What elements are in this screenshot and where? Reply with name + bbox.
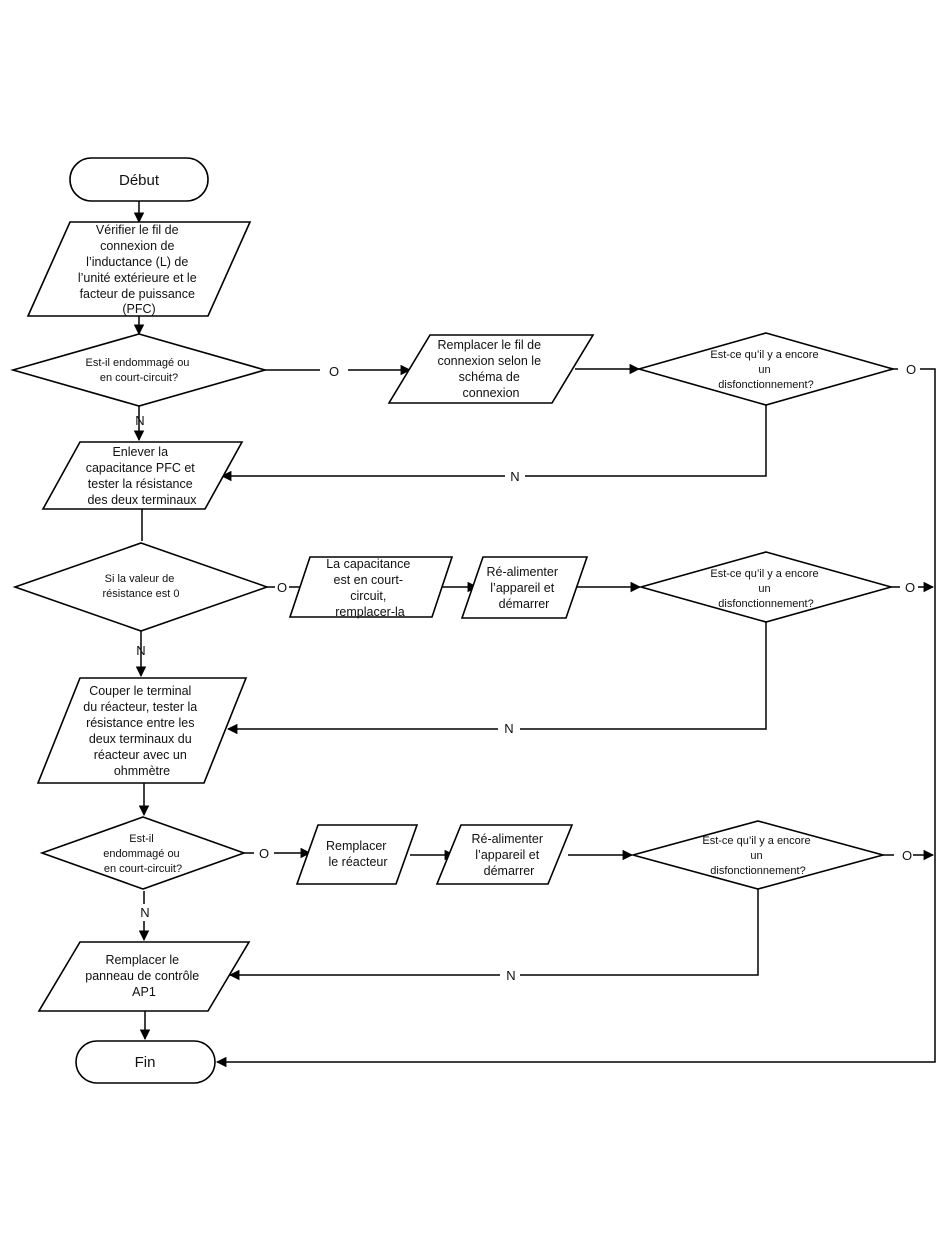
step-repower-2-text: Ré-alimenter l’appareil et démarrer xyxy=(471,832,546,878)
step-replace-reactor-text: Remplacer le réacteur xyxy=(326,839,390,869)
decision-resistance-zero-text: Si la valeur de résistance est 0 xyxy=(102,573,179,600)
end-label: Fin xyxy=(135,1054,156,1071)
label-fault1-no: N xyxy=(510,469,519,484)
label-fault3-yes: O xyxy=(902,848,912,863)
label-fault1-yes: O xyxy=(906,362,916,377)
decision-damaged-1: Est-il endommagé ou en court-circuit? xyxy=(10,333,268,407)
step-cut-terminal-text: Couper le terminal du réacteur, tester l… xyxy=(83,684,200,778)
arrow-right-rail-to-end xyxy=(215,368,936,1068)
step-cut-terminal: Couper le terminal du réacteur, tester l… xyxy=(36,677,248,784)
decision-damaged-2-text: Est-il endommagé ou en court-circuit? xyxy=(103,833,183,875)
step-capacitance-short: La capacitance est en court- circuit, re… xyxy=(288,556,454,619)
decision-still-fault-1-text: Est-ce qu’il y a encore un disfonctionne… xyxy=(710,349,821,391)
decision-damaged-1-text: Est-il endommagé ou en court-circuit? xyxy=(85,357,192,384)
line-fault1-no-a xyxy=(525,405,767,477)
start-label: Début xyxy=(119,172,160,189)
start-terminal: Début xyxy=(69,157,209,202)
step-capacitance-short-text: La capacitance est en court- circuit, re… xyxy=(326,557,414,619)
step-replace-wire: Remplacer le fil de connexion selon le s… xyxy=(387,334,595,404)
step-remove-capacitance: Enlever la capacitance PFC et tester la … xyxy=(41,441,244,510)
label-dec2-yes: O xyxy=(277,580,287,595)
decision-still-fault-3-text: Est-ce qu’il y a encore un disfonctionne… xyxy=(702,835,813,877)
step-repower-1-text: Ré-alimenter l’appareil et démarrer xyxy=(486,565,561,611)
line-fault3-no-a xyxy=(520,889,759,976)
label-dec1-no: N xyxy=(135,413,144,428)
decision-still-fault-3: Est-ce qu’il y a encore un disfonctionne… xyxy=(629,820,887,890)
label-fault2-yes: O xyxy=(905,580,915,595)
connectors xyxy=(133,201,936,1068)
label-fault2-no: N xyxy=(504,721,513,736)
label-dec3-yes: O xyxy=(259,846,269,861)
decision-still-fault-2: Est-ce qu’il y a encore un disfonctionne… xyxy=(638,551,894,623)
step-replace-board-text: Remplacer le panneau de contrôle AP1 xyxy=(85,953,202,999)
label-dec3-no: N xyxy=(140,905,149,920)
decision-still-fault-2-text: Est-ce qu’il y a encore un disfonctionne… xyxy=(710,568,821,610)
step-repower-1: Ré-alimenter l’appareil et démarrer xyxy=(460,556,589,619)
label-fault3-no: N xyxy=(506,968,515,983)
decision-damaged-2: Est-il endommagé ou en court-circuit? xyxy=(39,816,247,890)
step-check-wire: Vérifier le fil de connexion de l’induct… xyxy=(26,221,252,317)
step-repower-2: Ré-alimenter l’appareil et démarrer xyxy=(435,824,574,885)
step-check-wire-text: Vérifier le fil de connexion de l’induct… xyxy=(78,223,200,316)
step-replace-reactor: Remplacer le réacteur xyxy=(295,824,419,885)
decision-still-fault-1: Est-ce qu’il y a encore un disfonctionne… xyxy=(636,332,896,406)
branch-labels: O O N N O O N N O O N N xyxy=(135,362,916,983)
step-remove-capacitance-text: Enlever la capacitance PFC et tester la … xyxy=(86,445,199,507)
end-terminal: Fin xyxy=(75,1040,216,1084)
step-replace-wire-text: Remplacer le fil de connexion selon le s… xyxy=(437,338,544,400)
label-dec1-yes: O xyxy=(329,364,339,379)
label-dec2-no: N xyxy=(136,643,145,658)
line-fault2-no-a xyxy=(520,622,767,730)
decision-resistance-zero: Si la valeur de résistance est 0 xyxy=(12,542,270,632)
step-replace-board: Remplacer le panneau de contrôle AP1 xyxy=(37,941,251,1012)
